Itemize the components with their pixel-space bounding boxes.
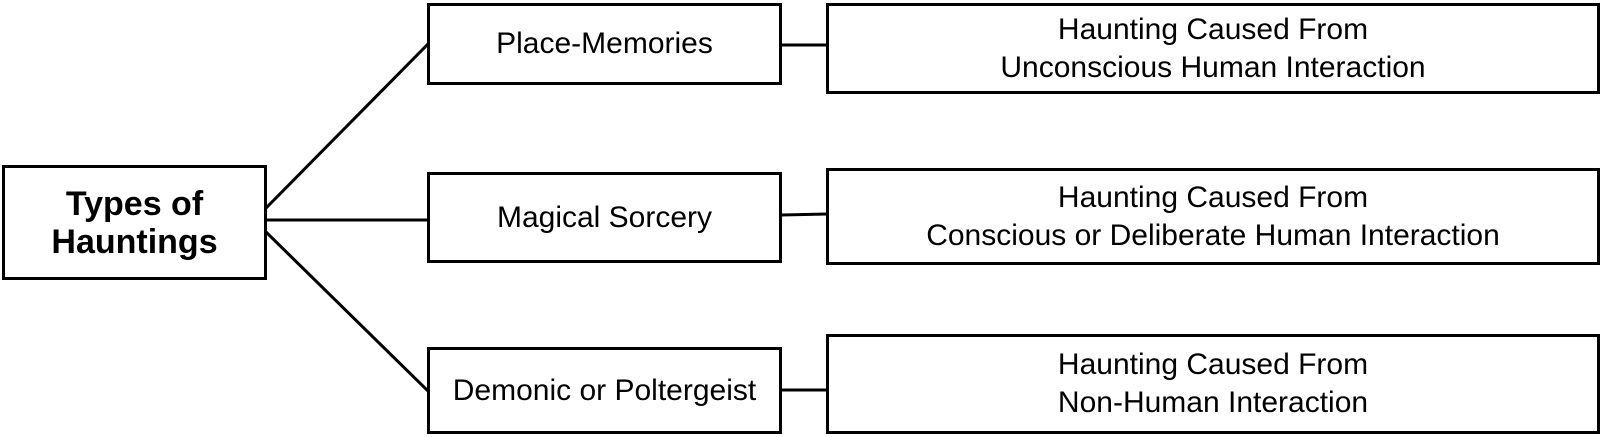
connector-magical-sorcery-to-cause bbox=[780, 212, 828, 217]
category-node-place-memories: Place-Memories bbox=[427, 3, 782, 85]
category-label: Magical Sorcery bbox=[496, 200, 713, 234]
category-label: Demonic or Poltergeist bbox=[452, 373, 757, 407]
cause-line-1: Haunting Caused From bbox=[1057, 348, 1369, 381]
connector-root-to-demonic-poltergeist bbox=[264, 230, 430, 393]
cause-node-non-human: Haunting Caused From Non-Human Interacti… bbox=[826, 334, 1600, 434]
cause-line-1: Haunting Caused From bbox=[1057, 180, 1369, 214]
cause-line-2: Conscious or Deliberate Human Interactio… bbox=[926, 218, 1500, 252]
category-node-magical-sorcery: Magical Sorcery bbox=[427, 172, 782, 263]
category-label: Place-Memories bbox=[496, 27, 713, 60]
root-title-line-1: Types of bbox=[65, 184, 204, 223]
cause-line-1: Haunting Caused From bbox=[1057, 12, 1369, 46]
category-node-demonic-poltergeist: Demonic or Poltergeist bbox=[427, 347, 782, 434]
connector-root-to-place-memories bbox=[264, 42, 430, 210]
cause-line-2: Unconscious Human Interaction bbox=[1000, 50, 1426, 84]
root-node-types-of-hauntings: Types of Hauntings bbox=[2, 165, 267, 280]
cause-node-conscious-human: Haunting Caused From Conscious or Delibe… bbox=[826, 168, 1600, 265]
root-title-line-2: Hauntings bbox=[51, 222, 218, 261]
cause-line-2: Non-Human Interaction bbox=[1057, 386, 1369, 419]
cause-node-unconscious-human: Haunting Caused From Unconscious Human I… bbox=[826, 3, 1600, 94]
